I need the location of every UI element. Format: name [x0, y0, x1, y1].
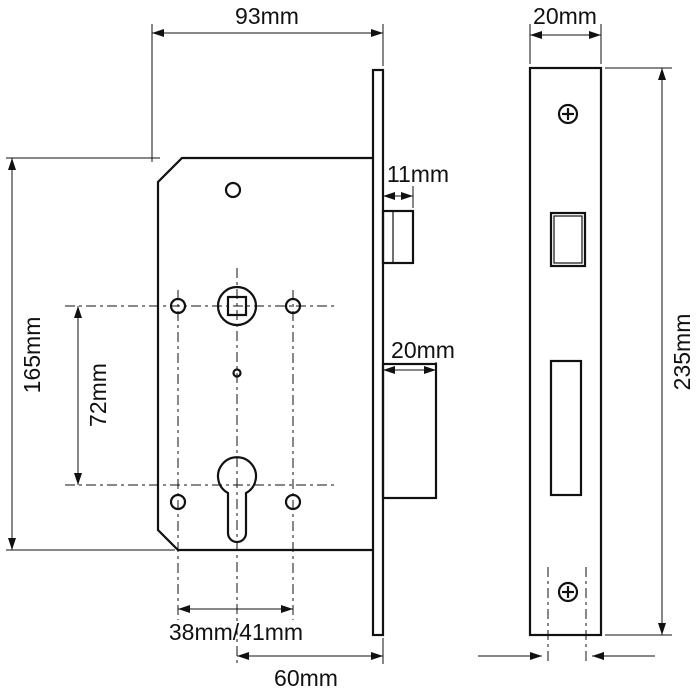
faceplate-outline	[528, 66, 603, 637]
latch-opening	[549, 211, 587, 268]
bolt-opening	[549, 359, 583, 497]
faceplate-dimensions	[478, 24, 672, 660]
label-60mm: 60mm	[274, 665, 338, 691]
label-backset: 38mm/41mm	[169, 619, 303, 645]
top-screw-hole	[224, 181, 242, 199]
faceplate	[528, 66, 603, 665]
label-20mm-face: 20mm	[533, 3, 597, 29]
euro-cylinder-hole	[216, 456, 258, 544]
label-11mm: 11mm	[387, 161, 449, 187]
label-235mm: 235mm	[669, 314, 695, 391]
label-20mm-bolt: 20mm	[391, 337, 455, 363]
dimension-labels: 93mm 20mm 11mm 20mm 38mm/41mm 60mm 165mm…	[19, 3, 695, 691]
center-lines	[65, 268, 336, 665]
label-93mm: 93mm	[235, 3, 299, 29]
label-72mm: 72mm	[85, 363, 111, 427]
label-165mm: 165mm	[19, 317, 45, 394]
forend-plate	[371, 68, 385, 637]
extension-lines	[6, 24, 437, 664]
dead-bolt	[381, 362, 438, 500]
dimension-lines	[8, 29, 436, 660]
latch-bolt	[381, 209, 415, 265]
lock-case-outline	[156, 156, 373, 552]
faceplate-screw-bottom	[557, 581, 579, 603]
faceplate-screw-top	[557, 103, 579, 125]
